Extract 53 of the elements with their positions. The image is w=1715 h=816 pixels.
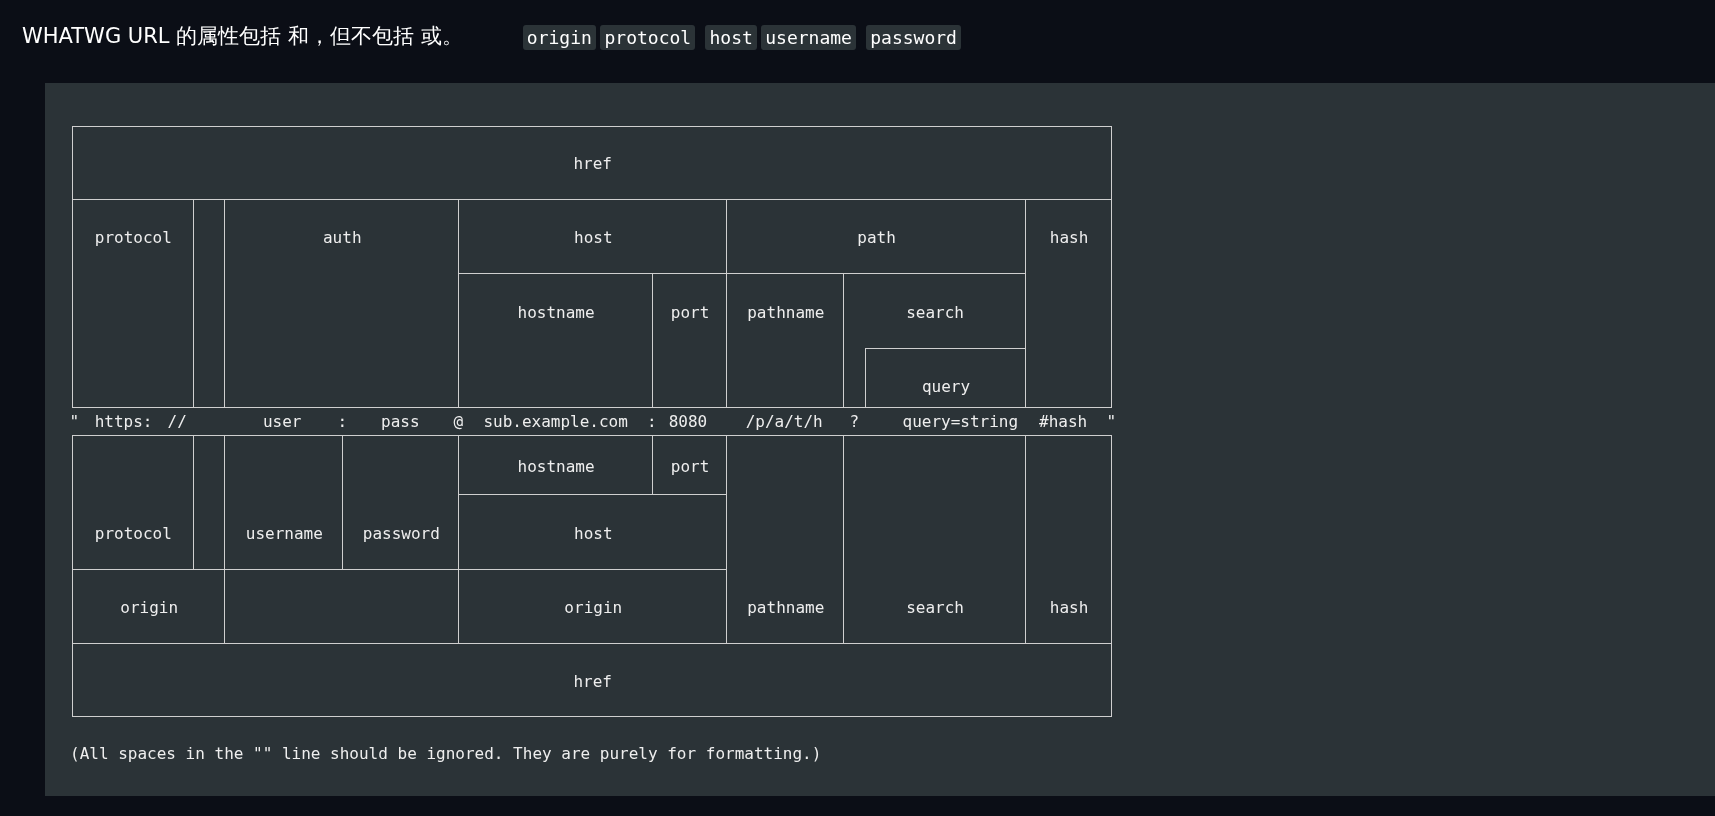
cell-label: href (573, 153, 612, 173)
url-part-text: 8080 (668, 411, 708, 431)
cell-label: auth (323, 227, 362, 247)
url-part-text: https: (94, 411, 153, 431)
cell-label: hash (1049, 597, 1089, 617)
url-part-text: : (647, 411, 657, 431)
table-cell (1024, 199, 1113, 408)
table-cell (72, 199, 194, 408)
table-cell (865, 347, 1026, 408)
heading: WHATWG URL 的属性包括 和，但不包括 或。 (22, 23, 463, 50)
url-part-text: #hash (1039, 411, 1088, 431)
url-part-text: query=string (902, 411, 1019, 431)
url-part-text: " (1106, 411, 1117, 431)
code-chip: password (866, 25, 961, 50)
cell-label: host (574, 227, 613, 247)
footnote: (All spaces in the "" line should be ignored. They are purely for formatting.) (70, 743, 822, 763)
cell-label: pathname (747, 597, 825, 617)
cell-label: host (574, 523, 613, 543)
cell-label: origin (120, 597, 179, 617)
cell-label: pathname (747, 302, 825, 322)
cell-label: username (245, 523, 323, 543)
table-cell (72, 435, 194, 570)
table-cell (72, 125, 1113, 201)
table-cell (72, 643, 1113, 718)
cell-label: protocol (94, 227, 172, 247)
table-cell (1024, 435, 1113, 645)
cell-label: search (906, 302, 964, 322)
cell-label: href (573, 671, 612, 691)
cell-label: port (670, 456, 710, 476)
url-part-text: user (262, 411, 302, 431)
code-chip: username (761, 25, 856, 50)
url-part-text: ? (849, 411, 860, 431)
code-chip: protocol (600, 25, 696, 50)
url-part-text: sub.example.com (483, 411, 628, 431)
url-part-text: pass (381, 411, 420, 431)
cell-label: protocol (94, 523, 172, 543)
cell-label: hostname (517, 302, 595, 322)
url-part-text: : (337, 411, 348, 431)
url-part-text: // (167, 411, 187, 431)
cell-label: hostname (517, 456, 595, 476)
cell-label: path (857, 227, 896, 247)
cell-label: hash (1049, 227, 1089, 247)
url-part-text: " (69, 411, 80, 431)
code-chip: host (705, 25, 757, 50)
url-part-text: @ (453, 411, 464, 431)
cell-label: port (670, 302, 710, 322)
cell-label: password (362, 523, 440, 543)
cell-label: query (921, 376, 971, 396)
code-chip: origin (522, 25, 596, 50)
cell-label: origin (564, 597, 623, 617)
table-cell (843, 273, 1026, 408)
cell-label: search (906, 597, 964, 617)
url-part-text: /p/a/t/h (745, 411, 823, 431)
